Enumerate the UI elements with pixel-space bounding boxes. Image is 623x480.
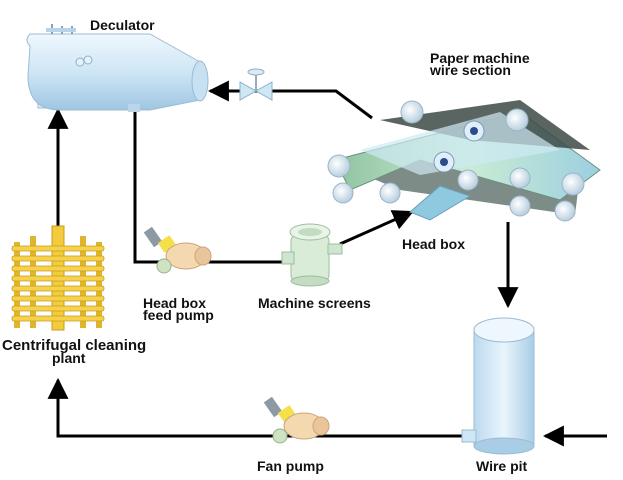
machine-screens-label: Machine screens — [258, 295, 371, 311]
flow-lines — [47, 80, 607, 447]
flow-pit-to-cleaning — [47, 377, 462, 438]
flow-wire-to-deculator — [207, 80, 373, 120]
valve-icon — [239, 68, 273, 101]
deculator-tank — [26, 24, 209, 112]
deculator-label: Deculator — [90, 17, 155, 33]
centrifugal-cleaning-plant-label: Centrifugal cleaning plant — [2, 337, 147, 366]
centrifugal-cleaning-plant-icon — [11, 225, 105, 331]
flow-deculator-to-feed-pump — [133, 110, 282, 264]
head-box-label: Head box — [402, 236, 466, 252]
head-box-icon — [409, 185, 472, 221]
machine-rolls — [327, 100, 585, 222]
fan-pump-icon — [263, 396, 330, 444]
machine-screens-icon — [281, 223, 343, 287]
paper-machine-label: Paper machine wire section — [430, 50, 530, 78]
flow-screens-to-headbox — [339, 210, 414, 246]
paper-machine-wire-section — [327, 100, 601, 222]
wire-pit-label: Wire pit — [476, 458, 528, 474]
fan-pump-label: Fan pump — [257, 458, 324, 474]
head-box-feed-pump-icon — [143, 226, 212, 274]
head-box-feed-pump-label: Head box feed pump — [143, 295, 214, 323]
wire-pit-tank — [461, 317, 535, 455]
